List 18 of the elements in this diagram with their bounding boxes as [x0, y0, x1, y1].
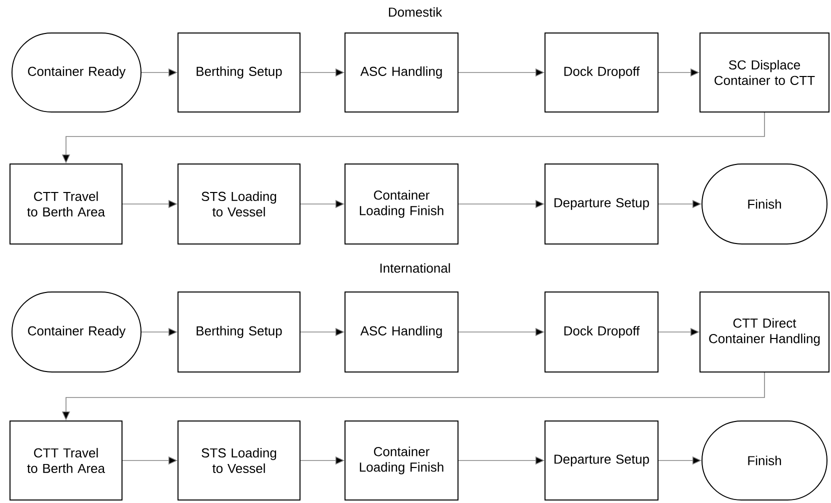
- process-box: Departure Setup: [544, 164, 658, 244]
- process-box: Container Loading Finish: [344, 420, 458, 500]
- process-box: CTT Direct Container Handling: [700, 292, 830, 372]
- process-box: ASC Handling: [344, 292, 458, 372]
- process-box: Dock Dropoff: [544, 292, 658, 372]
- process-box: STS Loading to Vessel: [178, 420, 300, 500]
- process-box: SC Displace Container to CTT: [700, 32, 830, 112]
- process-box: CTT Travel to Berth Area: [10, 420, 122, 500]
- process-box: Container Loading Finish: [344, 164, 458, 244]
- section-heading: Domestik: [388, 7, 442, 17]
- process-box: CTT Travel to Berth Area: [10, 164, 122, 244]
- section-heading: International: [380, 263, 450, 273]
- process-box: ASC Handling: [344, 32, 458, 112]
- process-box: Berthing Setup: [178, 292, 300, 372]
- process-box: Berthing Setup: [178, 32, 300, 112]
- process-box: Dock Dropoff: [544, 32, 658, 112]
- process-box: STS Loading to Vessel: [178, 164, 300, 244]
- process-box: Departure Setup: [544, 420, 658, 500]
